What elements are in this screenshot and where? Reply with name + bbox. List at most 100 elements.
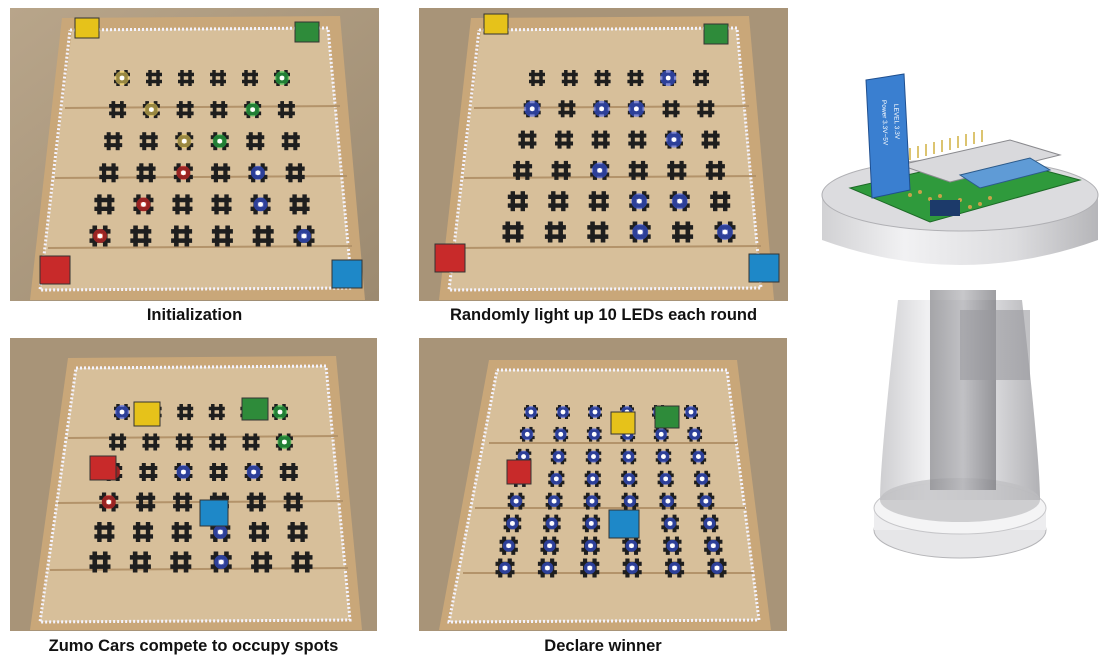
hash-marker [242, 433, 260, 451]
hash-marker [594, 70, 611, 86]
led-core [636, 198, 642, 204]
hash-marker [129, 551, 151, 573]
hash-marker [94, 194, 115, 215]
enclosure-3d-model: Power 3.3V~5V LEVEL 3.3V [810, 60, 1100, 570]
led-core [282, 439, 287, 445]
led-core [688, 409, 694, 415]
hash-marker [89, 551, 111, 573]
hash-marker [208, 404, 225, 420]
led-core [703, 498, 709, 504]
hash-marker [291, 551, 313, 573]
hash-marker [279, 463, 298, 481]
led-core [148, 107, 154, 112]
photo-declare-winner [419, 338, 787, 631]
hash-marker [277, 101, 295, 119]
module-label: Power 3.3V~5V [880, 100, 889, 146]
hash-marker [99, 163, 119, 183]
led-core [591, 431, 597, 437]
microcontroller-board [898, 139, 1062, 183]
led-core [141, 202, 146, 207]
hash-marker [662, 100, 680, 118]
car-green [654, 405, 680, 429]
led-core [510, 521, 515, 526]
header-pins [909, 130, 983, 160]
car-yellow [483, 13, 509, 35]
car-blue [199, 499, 229, 527]
hash-marker [587, 221, 609, 243]
led-core [301, 233, 307, 239]
led-core [667, 521, 673, 526]
module-label-2: LEVEL 3.3V [892, 104, 900, 140]
led-core [588, 521, 594, 526]
led-core [560, 409, 566, 415]
led-core [696, 454, 701, 459]
hash-marker [171, 225, 193, 247]
led-core [629, 565, 635, 571]
hash-marker [285, 163, 305, 183]
led-core [665, 75, 671, 81]
hash-marker [171, 522, 192, 542]
car-green [241, 397, 269, 421]
hash-marker [94, 522, 115, 542]
hash-marker [209, 463, 228, 481]
hash-marker [561, 70, 578, 86]
car-green [294, 21, 320, 43]
caption-compete: Zumo Cars compete to occupy spots [48, 637, 339, 655]
board-scene-initialization [10, 8, 379, 301]
led-core [217, 138, 223, 144]
hash-marker [281, 132, 300, 151]
led-core [545, 565, 550, 571]
hash-marker [513, 160, 533, 180]
hash-marker [139, 132, 158, 151]
photo-initialization [10, 8, 379, 301]
hash-marker [628, 130, 647, 149]
hash-marker [246, 132, 265, 151]
led-core [665, 498, 671, 504]
led-strip [38, 26, 354, 292]
hash-marker [136, 163, 156, 183]
led-strip [447, 26, 763, 292]
led-core [714, 565, 720, 571]
led-core [669, 543, 675, 549]
car-red [506, 459, 532, 485]
hash-marker [693, 70, 709, 86]
hash-marker [548, 191, 569, 212]
led-core [558, 431, 564, 437]
hash-markers [502, 70, 736, 243]
hash-marker [558, 100, 576, 118]
car-green [703, 23, 729, 45]
column-bottom [880, 478, 1040, 522]
hash-marker [242, 70, 258, 86]
led-core [677, 198, 683, 204]
hash-marker [130, 225, 152, 247]
hash-marker [210, 70, 226, 86]
led-core [528, 409, 534, 415]
led-core [521, 454, 526, 459]
led-core [658, 431, 664, 437]
led-core [217, 529, 223, 535]
hash-marker [705, 160, 725, 180]
led-core [722, 229, 728, 235]
hash-marker [507, 191, 528, 212]
led-core [255, 170, 261, 176]
hash-marker [210, 101, 228, 119]
car-yellow [133, 401, 161, 427]
hash-marker [710, 191, 731, 212]
hash-marker [211, 225, 233, 247]
led-core [549, 521, 555, 526]
hash-marker [252, 225, 274, 247]
acrylic-cover [449, 28, 761, 290]
led-core [547, 543, 553, 549]
hash-marker [551, 160, 571, 180]
hash-marker [672, 221, 694, 243]
led-core [626, 476, 632, 482]
photo-compete [10, 338, 377, 631]
hash-marker [628, 160, 648, 180]
led-core [637, 229, 643, 235]
hash-marker [109, 433, 127, 451]
car-red [39, 255, 71, 285]
led-core [502, 565, 508, 571]
led-core [279, 75, 285, 81]
hash-marker [555, 130, 574, 149]
hash-marker [627, 70, 644, 86]
